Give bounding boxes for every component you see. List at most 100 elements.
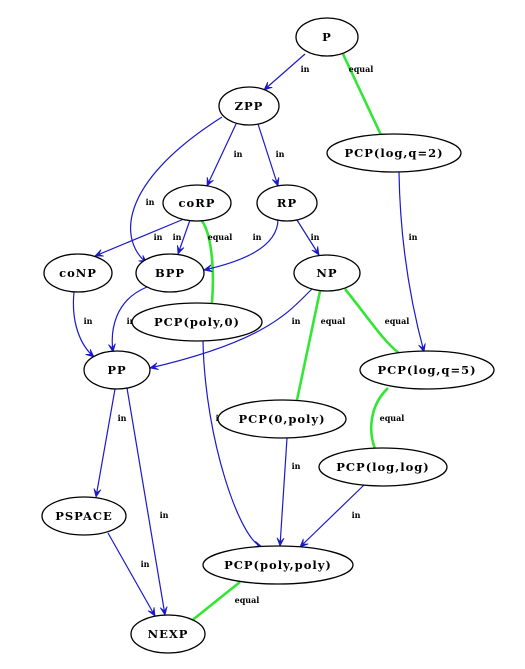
edge-label: in [409,232,418,242]
node-coNP: coNP [43,253,113,293]
edge-arrowhead [263,81,273,91]
node-NEXP: NEXP [130,614,206,654]
edge-label: in [301,64,310,74]
edge-P-to-PCPlog2: equal [341,53,383,136]
node-label: PCP(poly,0) [154,315,240,329]
edge-label: in [352,510,361,520]
node-ellipse [293,254,361,292]
node-BPP: BPP [135,253,205,293]
node-ellipse [131,302,263,342]
edge-label: in [84,316,93,326]
node-label: PP [107,363,126,377]
node-ellipse [43,253,113,293]
node-ellipse [83,350,151,390]
edge-arrowhead [299,538,309,548]
edge-label: in [154,232,163,242]
node-label: PCP(log,q=2) [344,146,443,160]
edge-RP-to-NP: in [296,219,320,256]
nodes-layer: P ZPP PCP(log,q=2) coRP RP coNP BPP NP PCP(poly,… [41,17,495,654]
node-label: P [322,30,332,44]
node-NP: NP [293,254,361,292]
edge-PP-to-NEXP: in [126,387,169,616]
node-label: BPP [155,266,185,280]
edge-label: equal [208,232,233,242]
edge-label: equal [380,413,405,423]
node-P: P [295,17,359,57]
node-ZPP: ZPP [218,86,280,126]
node-coRP: coRP [162,184,232,222]
edge-label: equal [235,595,260,605]
edge-label: in [292,316,301,326]
node-ellipse [218,86,280,126]
edge-label: in [118,413,127,423]
node-label: coNP [59,266,97,280]
edge-coRP-to-BPP: in [173,219,191,255]
edge-RP-to-BPP: in [203,218,279,273]
edge-label: in [234,149,243,159]
edge-PCPloglog-to-PCPpolypoly: in [299,484,365,548]
node-PCP0poly: PCP(0,poly) [217,399,347,439]
node-label: coRP [179,196,216,210]
edge-NP-to-PP: in [149,288,313,370]
node-PP: PP [83,350,151,390]
node-PCPlog5: PCP(log,q=5) [359,350,495,390]
edge-NP-to-PCPlog5: equal [343,288,410,355]
node-PCPloglog: PCP(log,log) [318,447,448,487]
node-RP: RP [256,184,318,222]
node-ellipse [217,399,347,439]
node-label: PCP(poly,poly) [224,558,332,572]
edge-PCPlog5-to-PCPloglog: equal [369,387,405,450]
edge-arrowhead [176,245,185,255]
edge-arrowhead [85,348,95,358]
node-label: PSPACE [55,509,113,523]
node-ellipse [135,253,205,293]
edge-label: in [253,232,262,242]
node-PCPpolypoly: PCP(poly,poly) [202,545,354,585]
node-label: PCP(log,q=5) [377,363,476,377]
node-label: NEXP [148,627,189,641]
edge-arrowhead [147,607,156,617]
node-ellipse [202,545,354,585]
edge-PCPpoly0-to-PCPpolypoly: in [202,340,263,549]
edge-arrowhead [276,537,285,547]
edge-arrowhead [271,177,280,187]
edge-label: in [292,461,301,471]
edge-label: equal [321,316,346,326]
node-ellipse [256,184,318,222]
node-ellipse [359,350,495,390]
node-label: NP [316,266,337,280]
edge-arrowhead [418,343,426,353]
edge-arrowhead [206,177,214,187]
edge-label: in [173,232,182,242]
edge-coRP-to-coNP: in [94,218,185,257]
node-label: PCP(0,poly) [238,412,325,426]
edge-ZPP-to-RP: in [257,123,285,187]
node-PCPlog2: PCP(log,q=2) [326,133,462,173]
edge-label: in [276,149,285,159]
edge-label: in [146,197,155,207]
edge-label: in [127,316,136,326]
edge-PSPACE-to-NEXP: in [107,532,156,617]
edge-label: in [141,559,150,569]
node-label: ZPP [235,99,264,113]
edge-coNP-to-PP: in [72,291,95,358]
edge-label: in [160,510,169,520]
edge-label: equal [385,316,410,326]
edge-label: equal [349,64,374,74]
node-label: RP [277,196,297,210]
edge-arrowhead [159,606,168,616]
node-ellipse [162,184,232,222]
edge-arrowhead [108,343,116,353]
edge-PCPlog2-to-PCPlog5: in [398,171,426,353]
edge-arrowhead [149,362,159,370]
edge-NP-to-PCP0poly: equal [295,290,346,401]
node-ellipse [295,17,359,57]
node-ellipse [41,496,127,536]
node-ellipse [318,447,448,487]
edge-PCPpolypoly-to-NEXP: equal [189,580,260,624]
node-label: PCP(log,log) [336,460,430,474]
edge-BPP-to-PP: in [108,286,148,353]
node-PSPACE: PSPACE [41,496,127,536]
